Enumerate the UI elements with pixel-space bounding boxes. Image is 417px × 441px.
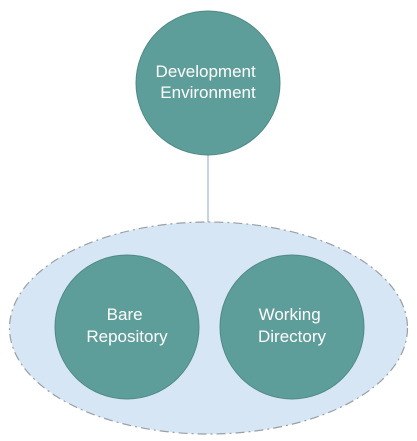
node-label-line: Directory (258, 327, 327, 346)
node-label-line: Development (156, 62, 256, 81)
node-label-line: Repository (86, 327, 168, 346)
bare-repository-label: Bare Repository (86, 305, 168, 346)
bare-repository-node[interactable]: Bare Repository (54, 254, 200, 400)
working-directory-label: Working Directory (258, 305, 327, 346)
node-label-line: Working (259, 305, 321, 324)
node-label-line: Environment (160, 83, 256, 102)
development-environment-label: Development Environment (156, 62, 261, 102)
development-environment-node[interactable]: Development Environment (135, 10, 281, 156)
working-directory-node[interactable]: Working Directory (219, 254, 365, 400)
development-environment-circle (135, 10, 281, 156)
node-label-line: Bare (107, 305, 143, 324)
working-directory-circle (219, 254, 365, 400)
bare-repository-circle (54, 254, 200, 400)
